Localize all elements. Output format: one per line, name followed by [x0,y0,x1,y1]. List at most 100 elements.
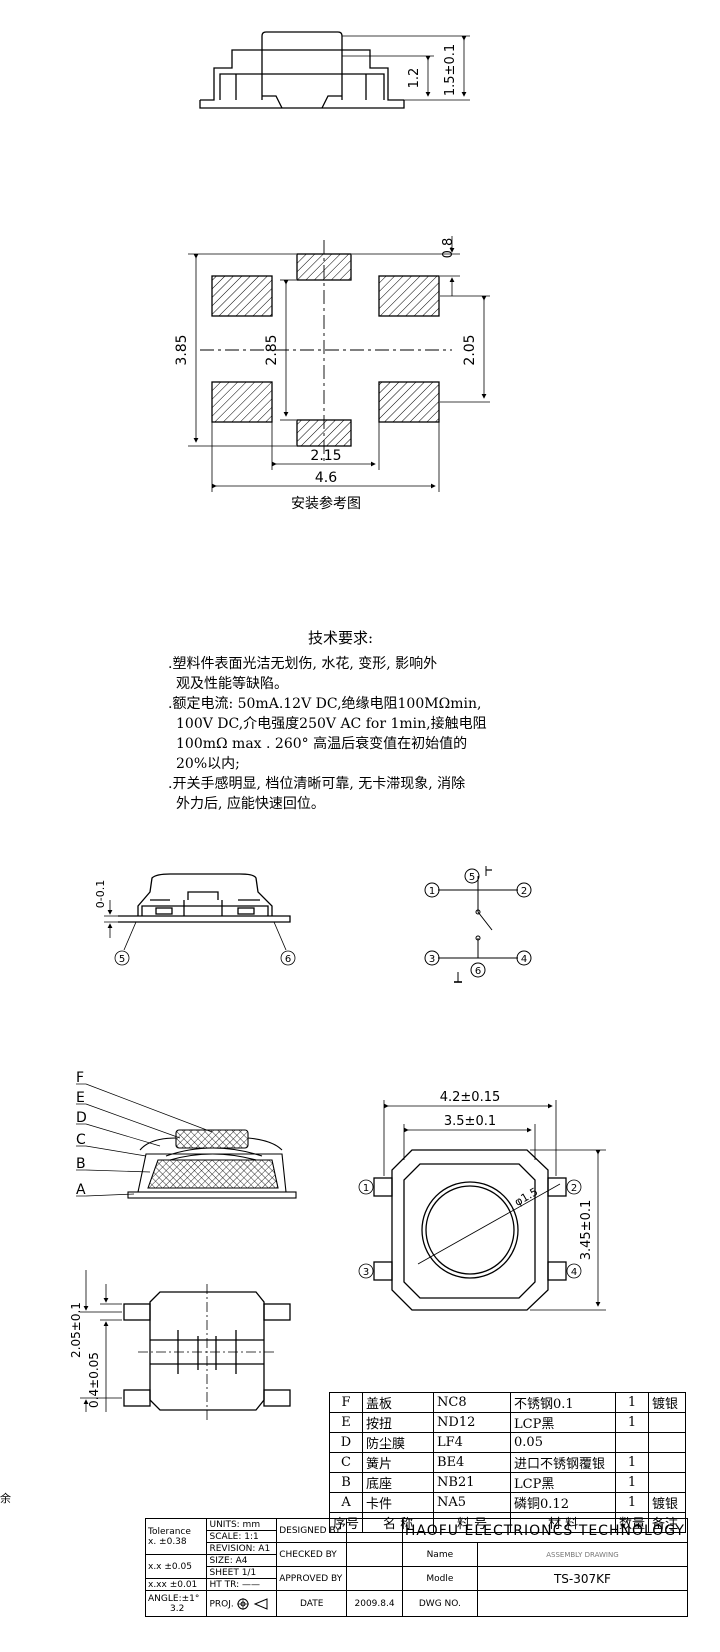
tech-line-7: .开关手感明显, 档位清晰可靠, 无卡滞现象, 消除 [168,776,466,792]
table-row: D 防尘膜 LF4 0.05 [328,1432,687,1453]
revision: REVISION: A1 [206,1542,278,1555]
bom-cell: 0.05 [510,1432,617,1453]
bom-cell: 卡件 [362,1492,435,1513]
dim-inner-height: 2.85 [264,334,280,365]
bom-cell [648,1452,687,1473]
tech-title: 技术要求: [308,629,374,647]
pin-5-label: 5 [469,872,475,883]
bom-cell: 按扭 [362,1412,435,1433]
exploded-view [127,1129,297,1199]
bom-cell: 簧片 [362,1452,435,1473]
label-f: F [76,1070,84,1086]
angle-cell: ANGLE:±1° 3.2 [144,1590,208,1617]
bom-cell: BE4 [433,1452,512,1473]
ht-tr: HT TR: —— [206,1578,278,1591]
name-value: ASSEMBLY DRAWING [476,1542,689,1567]
bom-cell: 磷铜0.12 [510,1492,617,1513]
designed-by-value [346,1518,403,1543]
top-pin-2: 2 [571,1183,577,1194]
bom-cell: 1 [615,1392,650,1413]
table-row: B 底座 NB21 LCP黑 1 [328,1472,687,1493]
exploded-leaders [76,1083,213,1197]
table-row: A 卡件 NA5 磷铜0.12 1 镀银 [328,1492,687,1513]
bottom-dim-1: 2.05±0.1 [69,1302,83,1358]
bom-cell: LCP黑 [510,1472,617,1493]
model-value: TS-307KF [476,1566,689,1591]
sheet: SHEET 1/1 [206,1566,278,1579]
dim-inner-width: 2.15 [310,448,341,464]
bom-cell: 1 [615,1452,650,1473]
dim-top-pad: 0.8 [441,238,456,259]
dim-height-1: 1.2 [407,68,422,89]
projection-cell: PROJ. [206,1590,278,1617]
surface-finish: 3.2 [170,1603,185,1614]
tech-line-4: 100V DC,介电强度250V AC for 1min,接触电阻 [176,716,487,732]
pin-4-label: 4 [521,954,527,965]
model-label: Modle [401,1566,478,1591]
bottom-view [80,1270,291,1420]
top-pin-1: 1 [363,1183,369,1194]
bom-cell: A [328,1492,364,1513]
bom-cell [648,1412,687,1433]
top-pin-3: 3 [363,1267,369,1278]
tech-line-3: .额定电流: 50mA.12V DC,绝缘电阻100MΩmin, [168,696,482,712]
label-c: C [76,1132,86,1148]
top-pin-4: 4 [571,1267,577,1278]
bom-cell: 1 [615,1492,650,1513]
bom-table: F 盖板 NC8 不锈钢0.1 1 镀银 E 按扭 ND12 LCP黑 1 D … [328,1392,687,1533]
bom-cell: B [328,1472,364,1493]
tech-line-2: 观及性能等缺陷。 [176,676,288,692]
bom-cell: 防尘膜 [362,1432,435,1453]
dim-travel: 0-0.1 [94,880,107,908]
dim-height: 3.45±0.1 [579,1200,594,1261]
date-value: 2009.8.4 [346,1590,403,1617]
tolerance-x: x. ±0.38 [148,1536,187,1547]
side-view-top [199,31,470,109]
footprint-view [188,236,490,492]
label-a: A [76,1182,86,1198]
bom-cell: 盖板 [362,1392,435,1413]
bom-cell [648,1432,687,1453]
dim-phi: φ1.5 [512,1185,540,1209]
callout-right: 6 [285,954,291,965]
pin-1-label: 1 [429,886,435,897]
bom-cell: NB21 [433,1472,512,1493]
size: SIZE: A4 [206,1554,278,1567]
designed-by: DESIGNED BY [276,1518,348,1543]
company-name: HAOFU ELECTRIONCS TECHNOLOGY [401,1518,689,1543]
bom-cell: NC8 [433,1392,512,1413]
tech-line-8: 外力后, 应能快速回位。 [176,796,325,812]
dwg-no-value [476,1590,689,1617]
dim-inner-width: 3.5±0.1 [444,1114,496,1129]
checked-by-value [346,1542,403,1567]
label-e: E [76,1090,85,1106]
approved-by: APPROVED BY [276,1566,348,1591]
projection-label: PROJ. [209,1599,234,1609]
table-row: F 盖板 NC8 不锈钢0.1 1 镀银 [328,1392,687,1413]
title-block: Tolerance x. ±0.38 UNITS: mm DESIGNED BY… [144,1518,689,1617]
bom-cell: E [328,1412,364,1433]
label-b: B [76,1156,86,1172]
switch-schematic [424,866,532,983]
bom-cell: 1 [615,1472,650,1493]
table-row: E 按扭 ND12 LCP黑 1 [328,1412,687,1433]
bom-cell: 不锈钢0.1 [510,1392,617,1413]
pin-6-label: 6 [475,966,481,977]
bom-cell: LCP黑 [510,1412,617,1433]
name-label: Name [401,1542,478,1567]
label-d: D [76,1110,87,1126]
margin-char: 余 [0,1491,11,1505]
dim-total-height: 3.85 [174,334,190,365]
bom-cell: 镀银 [648,1492,687,1513]
units: UNITS: mm [206,1518,278,1531]
tolerance-xxx: x.xx ±0.01 [144,1578,208,1591]
dim-outer-width: 4.2±0.15 [440,1090,501,1105]
dim-height-2: 1.5±0.1 [443,44,458,96]
bom-cell: D [328,1432,364,1453]
dim-pad-pitch: 2.05 [462,334,478,365]
angle: ANGLE:±1° [148,1593,200,1604]
tolerance-xx: x.x ±0.05 [144,1554,208,1579]
approved-by-value [346,1566,403,1591]
bom-cell [648,1472,687,1493]
